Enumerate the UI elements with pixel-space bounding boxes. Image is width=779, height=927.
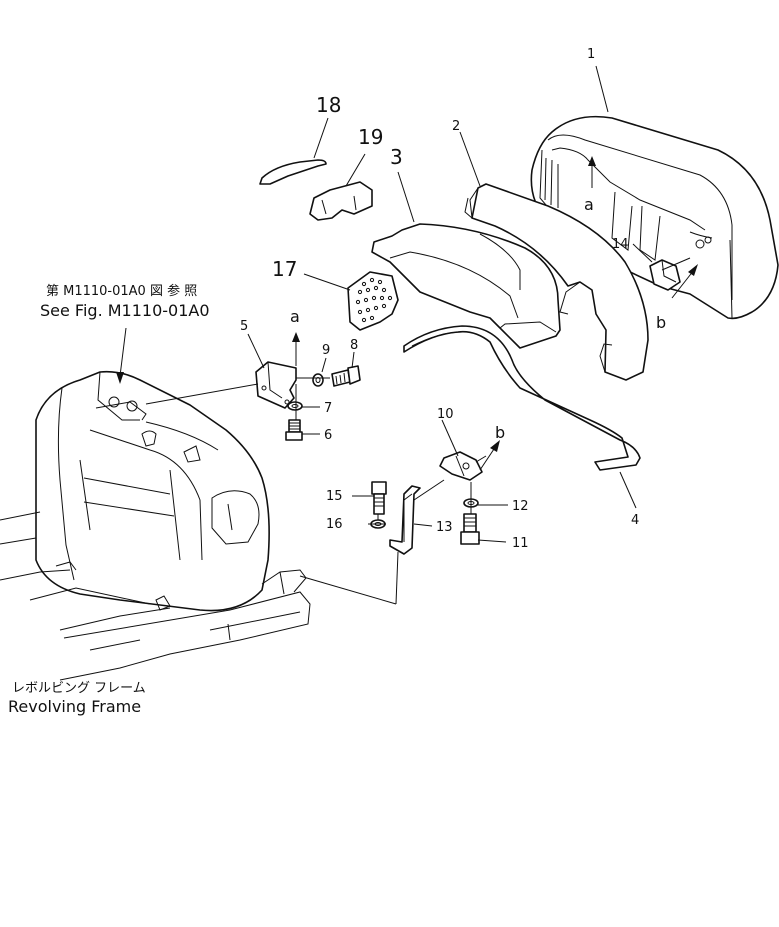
part-10-latch [439,451,487,481]
part-17-perforated-plate [347,271,399,331]
revolving-frame-en: Revolving Frame [8,697,141,716]
callout-4: 4 [631,513,639,528]
callout-19: 19 [358,125,383,149]
ref-a-cover: a [584,195,594,214]
callout-18: 18 [316,93,341,117]
part-13-bracket [389,485,421,555]
callout-9: 9 [322,343,330,358]
part-15-bolt [371,481,387,515]
reference-arrows [116,156,698,471]
callout-16: 16 [326,517,343,532]
part-7-washer [287,401,303,411]
callout-10: 10 [437,407,454,422]
part-2-side-panel [464,183,649,381]
callout-1: 1 [587,47,595,62]
part-3-top-plate [371,223,561,349]
revolving-frame-jp: レボルビング フレーム [12,681,146,696]
notes: 第 M1110-01A0 図 参 照 See Fig. M1110-01A0 レ… [8,283,210,716]
part-9-washer [312,373,324,387]
callout-3: 3 [390,145,403,169]
part-6-bolt [285,419,303,441]
callout-14: 14 [612,237,629,252]
callout-2: 2 [452,119,460,134]
callout-6: 6 [324,428,332,443]
leader-lines [119,65,691,605]
callout-numbers: 1 2 3 4 5 6 7 8 9 10 11 12 13 14 15 16 1… [240,47,639,551]
reference-letters: a a b b [290,195,666,442]
callout-7: 7 [324,401,332,416]
callout-12: 12 [512,499,529,514]
part-19-block [309,181,373,221]
see-fig-en: See Fig. M1110-01A0 [40,301,210,320]
callout-5: 5 [240,319,248,334]
part-8-bolt [331,365,361,387]
part-5-bracket [255,361,297,409]
callout-13: 13 [436,520,453,535]
part-11-bolt [460,513,480,545]
part-18-pad [259,159,327,185]
ref-b-cover: b [656,313,666,332]
see-fig-jp: 第 M1110-01A0 図 参 照 [46,283,197,299]
machine-body [0,370,311,681]
part-14-cap [649,259,681,291]
callout-15: 15 [326,489,343,504]
callout-8: 8 [350,338,358,353]
callout-17: 17 [272,257,297,281]
ref-b-latch: b [495,423,505,442]
callout-11: 11 [512,536,529,551]
part-4-seal [403,325,641,471]
ref-a-bracket: a [290,307,300,326]
